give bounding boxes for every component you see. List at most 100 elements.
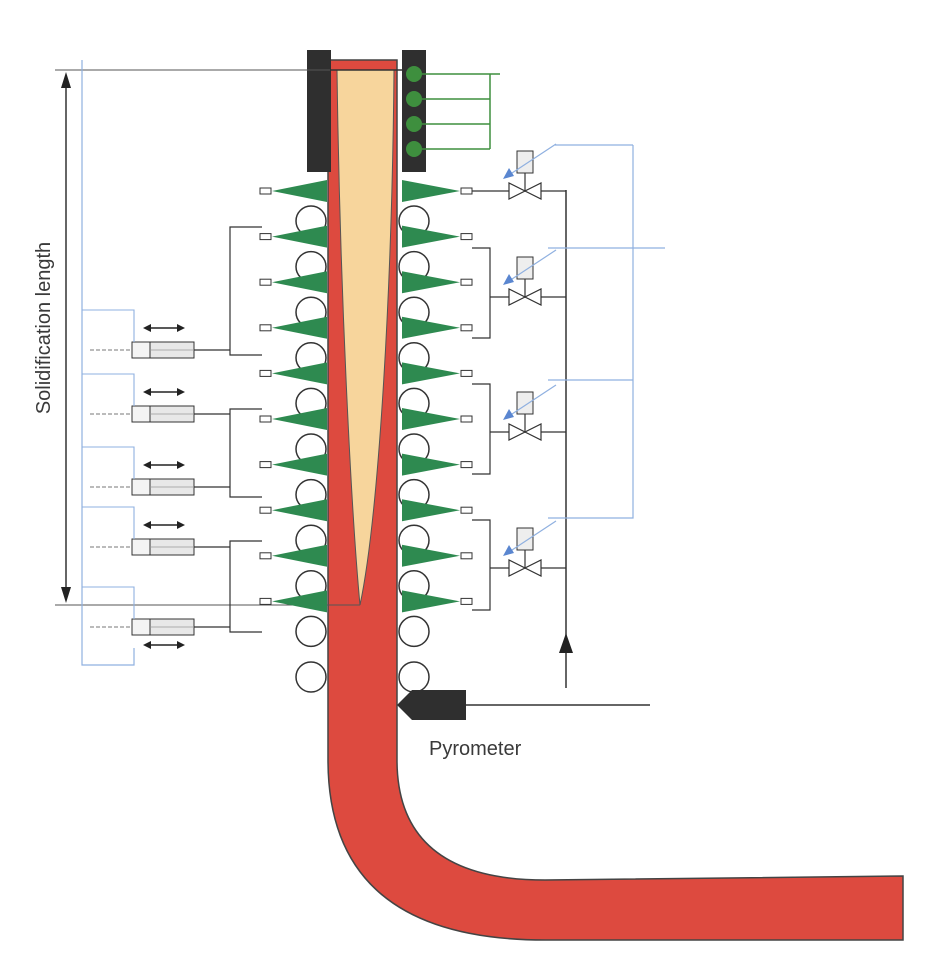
spray-cone-right bbox=[402, 180, 460, 202]
arrow-head-right bbox=[177, 388, 185, 396]
actuator-cylinder-head bbox=[131, 341, 151, 359]
valve-signal-arrow bbox=[508, 249, 557, 282]
actuator-cylinder-head bbox=[131, 538, 151, 556]
spray-cone-left bbox=[272, 453, 327, 476]
roll-left bbox=[295, 615, 327, 648]
spray-nozzle-left bbox=[259, 506, 272, 514]
actuator-signal-line bbox=[82, 373, 135, 406]
spray-control-valves bbox=[503, 143, 557, 577]
arrow-head-left bbox=[143, 521, 151, 529]
spray-nozzle-left bbox=[259, 415, 272, 423]
valve-signal-arrow bbox=[508, 384, 557, 417]
spray-cone-left bbox=[272, 408, 327, 430]
actuator-signal-line bbox=[82, 506, 135, 539]
right-signal-lines bbox=[548, 144, 665, 519]
spray-nozzle-right bbox=[460, 552, 473, 560]
spray-nozzle-left bbox=[259, 324, 272, 332]
spray-nozzle-left bbox=[259, 461, 272, 469]
mould-left-wall bbox=[307, 50, 331, 172]
valve-actuator bbox=[516, 150, 534, 174]
spray-cone-left bbox=[272, 590, 327, 613]
actuator-cylinder-head bbox=[131, 478, 151, 496]
spray-cone-left bbox=[272, 362, 327, 385]
liquid-core bbox=[336, 69, 395, 606]
arrow-head-right bbox=[177, 461, 185, 469]
roll-right bbox=[398, 615, 430, 648]
spray-nozzle-right bbox=[460, 278, 473, 286]
left-signal-frame bbox=[81, 60, 135, 666]
nozzle-manifold-right bbox=[472, 383, 491, 475]
roll-left bbox=[295, 661, 327, 693]
valve-body-right bbox=[523, 423, 542, 441]
valve-signal-arrow-head bbox=[503, 168, 514, 179]
actuator-signal-line bbox=[82, 309, 135, 342]
spray-cone-right bbox=[402, 453, 460, 476]
spray-nozzle-right bbox=[460, 324, 473, 332]
segment-actuators bbox=[82, 309, 230, 649]
spray-nozzle-left bbox=[259, 233, 272, 241]
valve-body-left bbox=[508, 559, 527, 577]
pyrometer-label: Pyrometer bbox=[429, 738, 522, 760]
arrow-head-left bbox=[143, 461, 151, 469]
spray-cone-right bbox=[402, 225, 460, 248]
valve-body-left bbox=[508, 423, 527, 441]
valve-body-right bbox=[523, 288, 542, 306]
spray-nozzle-left bbox=[259, 552, 272, 560]
spray-nozzle-left bbox=[259, 278, 272, 286]
actuator-cylinder-head bbox=[131, 618, 151, 636]
valve-signal-arrow-head bbox=[503, 274, 514, 285]
arrow-head-left bbox=[143, 388, 151, 396]
spray-nozzle-right bbox=[460, 369, 473, 377]
segment-frame-left bbox=[229, 540, 262, 633]
actuator-signal-line bbox=[82, 446, 135, 479]
valve-actuator bbox=[516, 527, 534, 551]
spray-cone-right bbox=[402, 408, 460, 430]
nozzle-manifold-right bbox=[472, 247, 491, 339]
segment-frame-left bbox=[229, 408, 262, 498]
actuator-cylinder-head bbox=[131, 405, 151, 423]
segment-frame-left bbox=[229, 226, 262, 356]
valve-actuator bbox=[516, 256, 534, 280]
spray-nozzle-left bbox=[259, 369, 272, 377]
spray-cone-right bbox=[402, 271, 460, 294]
arrow-head-right bbox=[177, 324, 185, 332]
valve-body-left bbox=[508, 182, 527, 200]
spray-cones bbox=[259, 180, 566, 613]
spray-cone-right bbox=[402, 316, 460, 339]
nozzle-manifold-right bbox=[472, 519, 491, 611]
spray-cone-left bbox=[272, 499, 327, 522]
arrow-head-right bbox=[177, 521, 185, 529]
spray-nozzle-right bbox=[460, 461, 473, 469]
spray-nozzle-right bbox=[460, 597, 473, 605]
mould-cooling bbox=[406, 66, 500, 157]
valve-body-right bbox=[523, 182, 542, 200]
valve-body-left bbox=[508, 288, 527, 306]
actuator-signal-line bbox=[82, 586, 135, 619]
spray-cone-left bbox=[272, 225, 327, 248]
spray-nozzle-right bbox=[460, 506, 473, 514]
solidification-length-label: Solidification length bbox=[33, 242, 55, 414]
spray-cone-left bbox=[272, 271, 327, 294]
spray-nozzle-right bbox=[460, 233, 473, 241]
spray-cone-left bbox=[272, 544, 327, 567]
valve-signal-arrow-head bbox=[503, 409, 514, 420]
spray-cone-right bbox=[402, 362, 460, 385]
valve-signal-arrow-head bbox=[503, 545, 514, 556]
spray-cone-right bbox=[402, 499, 460, 522]
water-supply-line bbox=[559, 190, 573, 688]
spray-cone-right bbox=[402, 544, 460, 567]
arrow-head-left bbox=[143, 324, 151, 332]
spray-cone-right bbox=[402, 590, 460, 613]
spray-nozzle-right bbox=[460, 415, 473, 423]
spray-cone-left bbox=[272, 316, 327, 339]
spray-cone-left bbox=[272, 180, 327, 202]
valve-actuator bbox=[516, 391, 534, 415]
valve-signal-arrow bbox=[508, 520, 557, 553]
arrow-head-right bbox=[177, 641, 185, 649]
arrow-head-left bbox=[143, 641, 151, 649]
valve-signal-arrow bbox=[508, 143, 557, 176]
spray-nozzle-left bbox=[259, 597, 272, 605]
spray-nozzle-left bbox=[259, 187, 272, 195]
